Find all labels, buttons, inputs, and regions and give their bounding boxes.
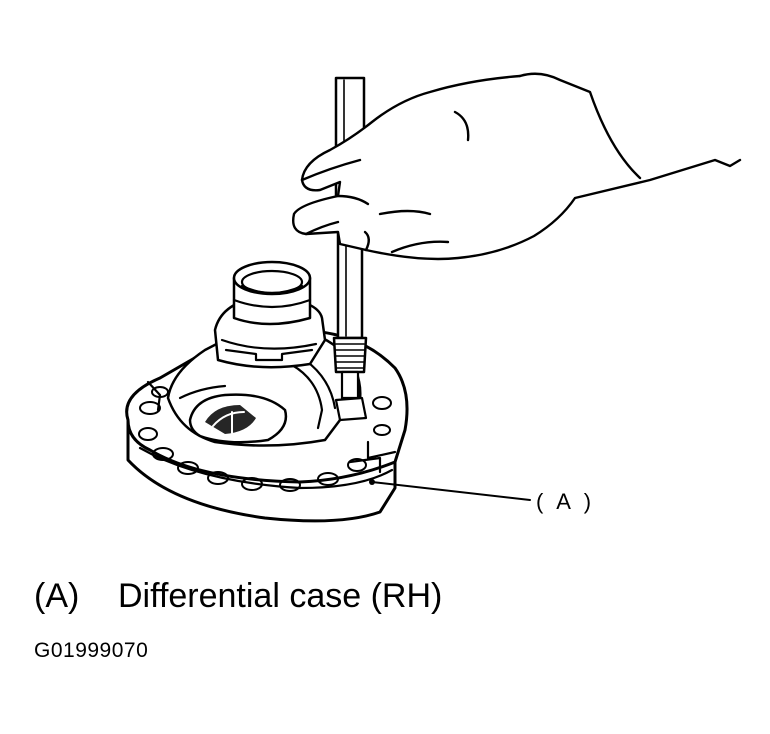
figure-id: G01999070 xyxy=(34,639,149,662)
callout-leader xyxy=(369,479,531,501)
legend-description: Differential case (RH) xyxy=(118,577,443,615)
legend-key: (A) xyxy=(34,577,80,615)
callout-label-a: ( A ) xyxy=(536,489,596,514)
differential-case xyxy=(125,260,409,523)
differential-case-illustration xyxy=(125,72,742,523)
bolt-holes xyxy=(138,386,392,492)
legend: (A) Differential case (RH) xyxy=(34,574,442,618)
hand xyxy=(292,72,742,261)
